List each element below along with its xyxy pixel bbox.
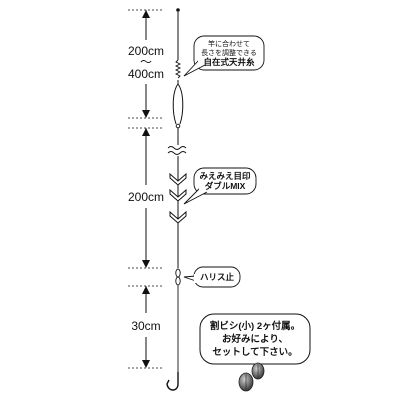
callout-sinker-line3: セットして下さい。 <box>212 347 297 358</box>
callout-mimie-line1: みえみえ目印 <box>199 171 250 181</box>
arrow-up-1 <box>142 10 150 18</box>
rig-line <box>166 8 187 391</box>
callout-mimie-bubble <box>193 167 257 195</box>
dim-label-top: 200cm <box>128 44 164 58</box>
split-shot-sinkers <box>238 362 265 392</box>
break-wave-1 <box>167 146 187 150</box>
top-swivel <box>175 123 181 129</box>
dim-label-top-max: 400cm <box>128 67 164 81</box>
adjuster-coil <box>174 59 182 79</box>
callout-sinker-line1: 割ビシ(小) 2ヶ付属。 <box>210 320 300 332</box>
callout-mimie-tail <box>183 187 208 205</box>
callout-mimie: みえみえ目印 ダブルMIX <box>183 167 257 205</box>
callout-mimie-line2: ダブルMIX <box>205 181 246 191</box>
callout-tenjou-line2: 長さを調整できる <box>201 48 257 57</box>
callout-sinker-line2: お好みにより、 <box>222 333 288 345</box>
callout-sinker: 割ビシ(小) 2ヶ付属。 お好みにより、 セットして下さい。 <box>199 313 311 365</box>
dim-label-middle: 200cm <box>128 190 164 204</box>
callout-mimie-tail-mask <box>199 185 209 191</box>
callout-tenjou-tail-mask <box>198 56 208 62</box>
top-ring <box>176 8 180 12</box>
marker-chevron-3 <box>169 210 187 224</box>
snap-swivel-bottom <box>175 276 181 286</box>
callout-harisu-tail-mask <box>194 274 198 283</box>
marker-chevron-1 <box>169 172 187 186</box>
break-wave-2 <box>167 151 187 155</box>
callout-harisu-tail <box>183 275 197 282</box>
tenjou-loop <box>172 83 184 125</box>
dim-label-tilde: 〜 <box>140 55 152 69</box>
dimension-column <box>128 9 164 369</box>
snap-swivel-top <box>175 268 181 278</box>
dim-label-bottom: 30cm <box>131 319 160 333</box>
marker-chevron-2 <box>169 188 187 202</box>
arrow-down-2 <box>142 260 150 268</box>
mimie-markers <box>169 172 187 224</box>
arrow-down-3 <box>142 360 150 368</box>
callout-tenjou: 竿に合わせて 長さを調整できる 自在式天井糸 <box>183 35 265 77</box>
callout-tenjou-line3: 自在式天井糸 <box>203 57 255 67</box>
callout-harisu-text: ハリス止 <box>200 272 235 282</box>
callout-tenjou-tail <box>183 59 206 77</box>
callout-harisu: ハリス止 <box>183 266 241 288</box>
arrow-up-2 <box>142 128 150 136</box>
callout-tenjou-bubble <box>193 35 265 71</box>
arrow-down-1 <box>142 110 150 118</box>
arrow-up-3 <box>142 286 150 294</box>
callout-tenjou-line1: 竿に合わせて <box>208 39 250 48</box>
hook <box>166 372 179 391</box>
